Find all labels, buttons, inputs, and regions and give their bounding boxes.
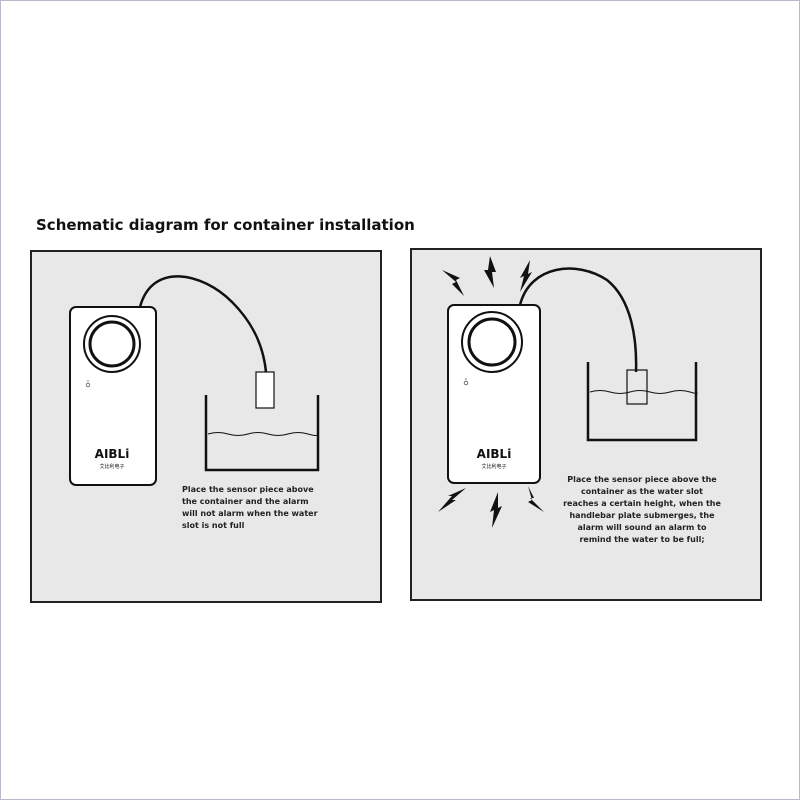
lightning-bolt-icon: [528, 486, 544, 512]
diagram-title: Schematic diagram for container installa…: [36, 216, 415, 234]
scene-full-alarm: AIBLi 艾比利电子: [438, 256, 698, 528]
led-indicator-icon: [463, 378, 469, 386]
caption-not-full: Place the sensor piece above the contain…: [182, 485, 318, 530]
water-level: [207, 432, 319, 436]
lightning-bolt-icon: [490, 492, 502, 528]
water-container: [204, 395, 320, 472]
alarm-device: AIBLi 艾比利电子: [69, 306, 157, 486]
lightning-bolt-icon: [520, 260, 532, 292]
lightning-bolt-icon: [438, 488, 466, 512]
speaker-icon: [461, 311, 523, 373]
speaker-icon: [83, 315, 141, 373]
sensor-probe: [255, 371, 275, 409]
brand-subtitle: 艾比利电子: [99, 463, 124, 470]
panel-not-full: AIBLi 艾比利电子 Place the sensor piece above…: [30, 250, 382, 603]
lightning-bolt-icon: [442, 270, 464, 296]
lightning-bolt-icon: [484, 256, 496, 288]
sensor-cable: [138, 275, 268, 373]
sensor-cable: [518, 267, 638, 373]
water-level: [589, 390, 698, 394]
panel-full-alarm: AIBLi 艾比利电子 Place the sensor piece above…: [410, 248, 762, 601]
brand-logo: AIBLi: [95, 447, 130, 461]
caption-full-alarm: Place the sensor piece above the contain…: [563, 475, 721, 544]
water-container: [586, 362, 698, 442]
lightning-bolt-icon: [438, 256, 544, 528]
brand-logo: AIBLi: [477, 447, 512, 461]
scene-not-full: AIBLi 艾比利电子: [69, 275, 320, 486]
sensor-probe: [626, 369, 648, 405]
led-indicator-icon: [85, 380, 91, 388]
alarm-device: AIBLi 艾比利电子: [447, 304, 541, 484]
brand-subtitle: 艾比利电子: [481, 463, 506, 470]
